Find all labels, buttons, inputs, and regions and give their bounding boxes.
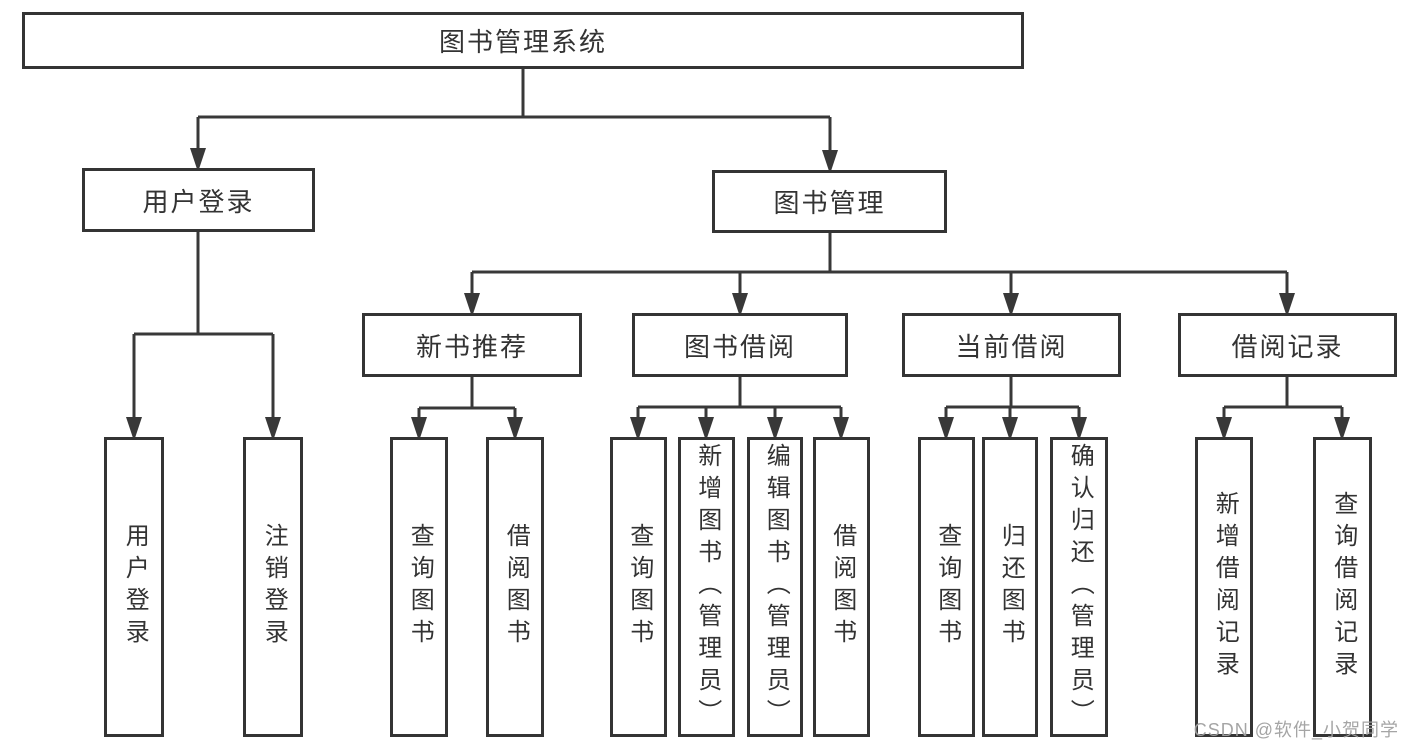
connector-book-borrow-to-leaves (636, 375, 843, 436)
leaf-edit-books-admin: 编辑图书（管理员） (747, 437, 803, 737)
node-book-management: 图书管理 (712, 170, 947, 233)
node-book-borrow: 图书借阅 (632, 313, 848, 377)
csdn-watermark: CSDN @软件_小贺同学 (1193, 720, 1399, 740)
connector-borrow-records-to-leaves (1222, 375, 1344, 436)
node-borrow-records: 借阅记录 (1178, 313, 1397, 377)
leaf-user-login: 用户登录 (104, 437, 164, 737)
leaf-confirm-return-admin: 确认归还（管理员） (1050, 437, 1108, 737)
leaf-borrow-books: 借阅图书 (813, 437, 870, 737)
leaf-borrow-books-recommend: 借阅图书 (486, 437, 544, 737)
leaf-query-books-current: 查询图书 (918, 437, 975, 737)
node-user-login: 用户登录 (82, 168, 315, 232)
arrowheads (126, 148, 1350, 441)
leaf-logout: 注销登录 (243, 437, 303, 737)
node-new-book-recommend: 新书推荐 (362, 313, 582, 377)
leaf-query-borrow-record: 查询借阅记录 (1313, 437, 1372, 737)
connector-book-mgmt-to-level3 (470, 233, 1289, 311)
leaf-add-borrow-record: 新增借阅记录 (1195, 437, 1253, 737)
leaf-query-books-recommend: 查询图书 (390, 437, 448, 737)
node-root-system: 图书管理系统 (22, 12, 1024, 69)
connector-user-login-to-leaves (132, 232, 275, 436)
node-current-borrow: 当前借阅 (902, 313, 1121, 377)
leaf-query-books-borrow: 查询图书 (610, 437, 667, 737)
leaf-return-books: 归还图书 (982, 437, 1038, 737)
connector-root-to-level2 (196, 68, 832, 168)
leaf-add-books-admin: 新增图书（管理员） (678, 437, 735, 737)
connector-new-books-to-leaves (417, 375, 517, 436)
